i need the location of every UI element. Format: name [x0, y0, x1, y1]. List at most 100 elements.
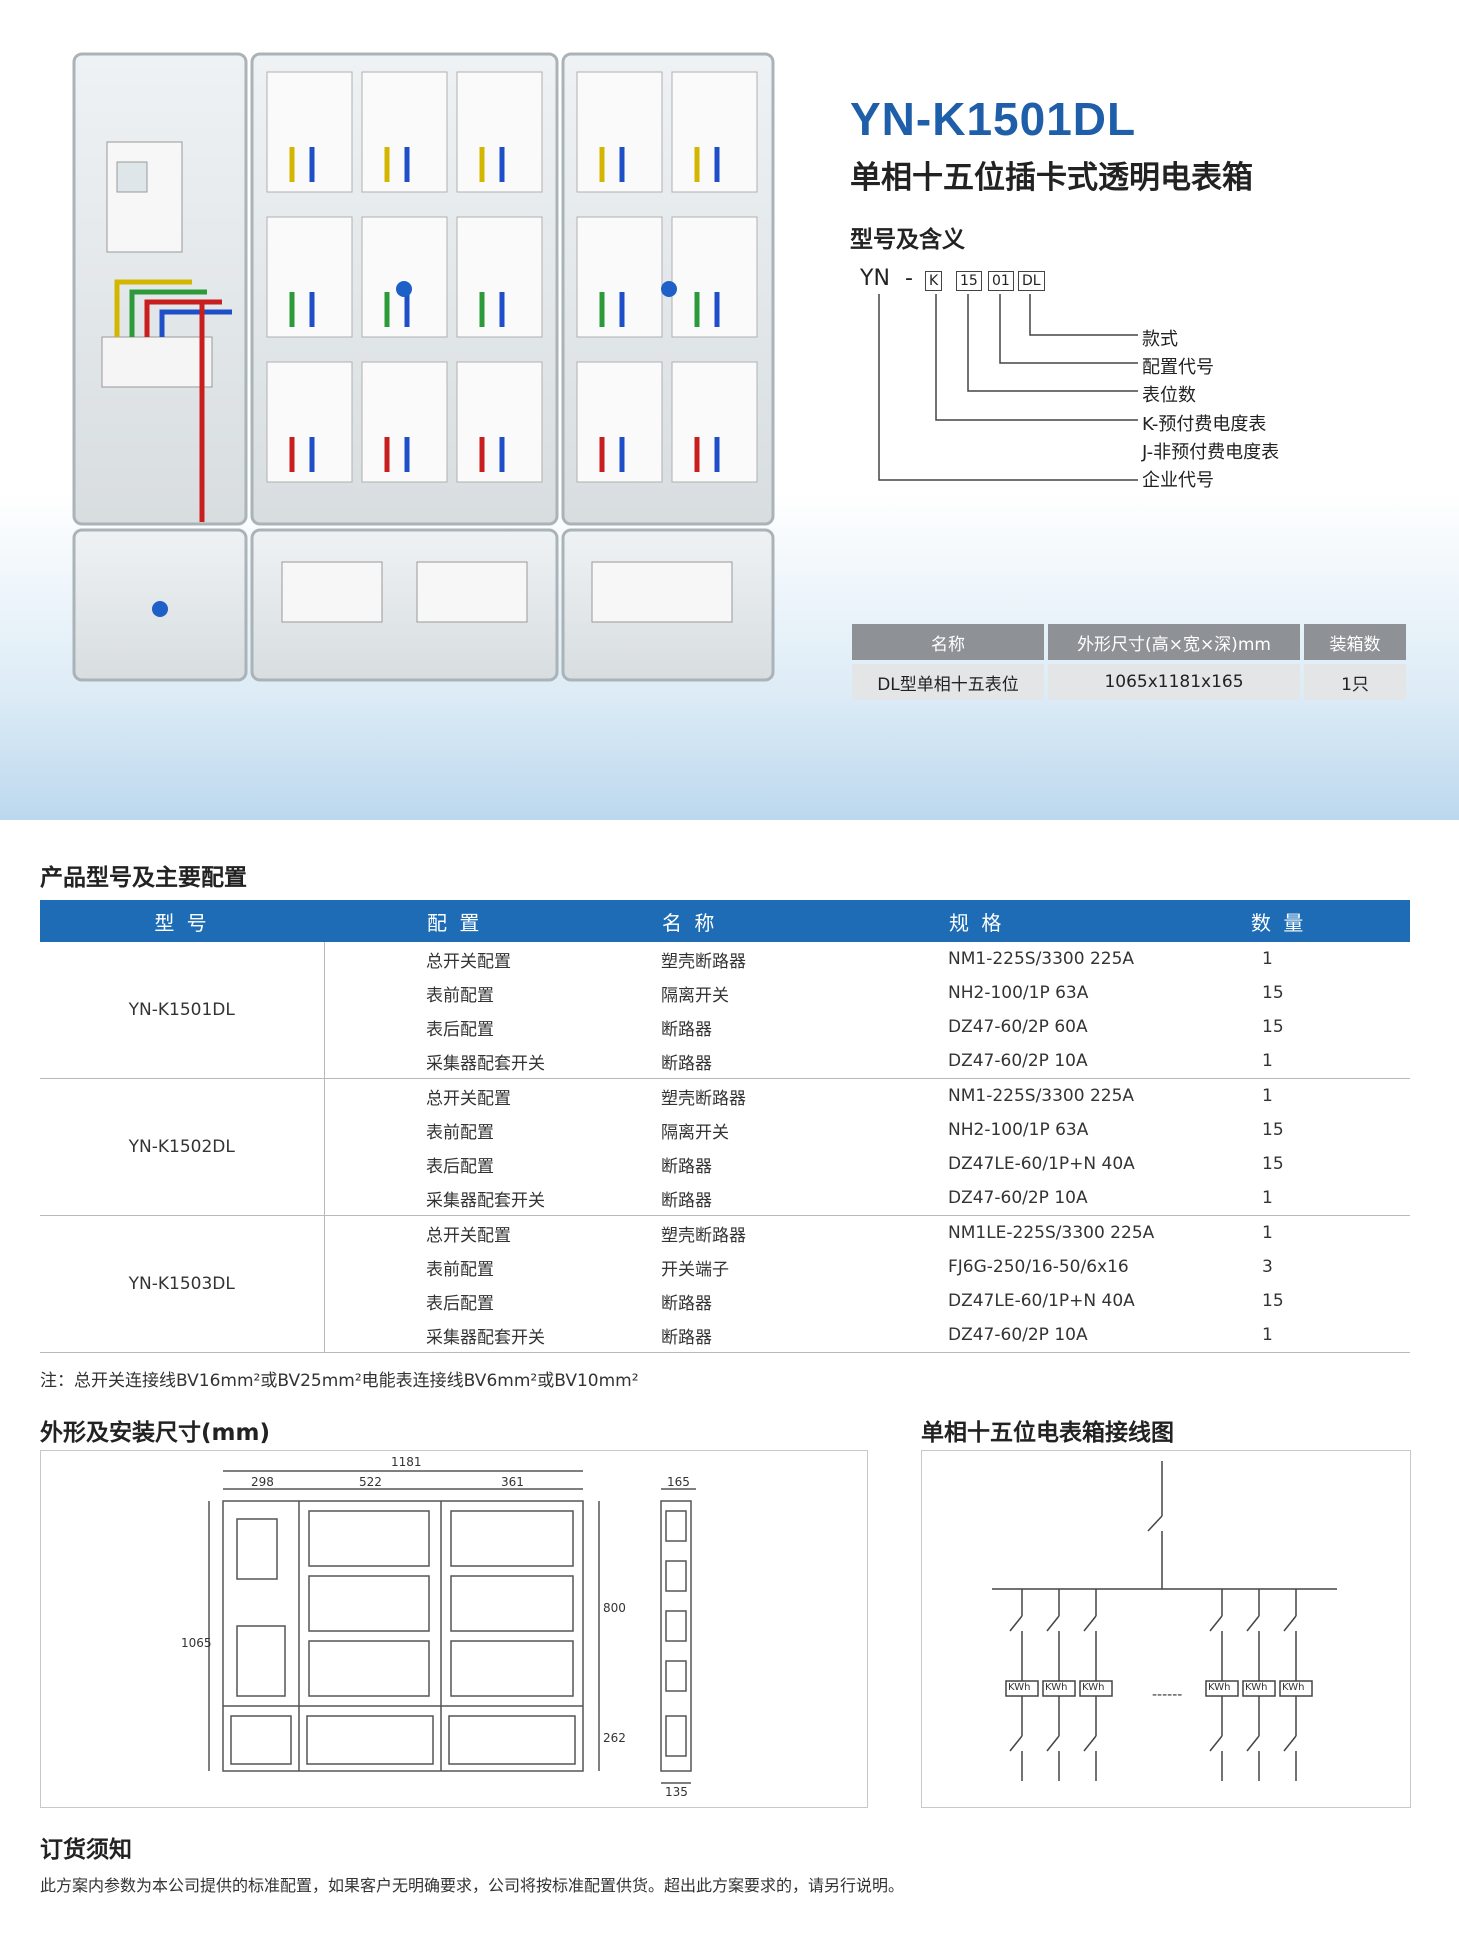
config-qty-cell: 1 [1262, 1086, 1273, 1106]
product-model-title: YN-K1501DL [850, 93, 1137, 145]
spec-header-size: 外形尺寸(高×宽×深)mm [1048, 624, 1300, 660]
table-row: YN-K1501DL 总开关配置 塑壳断路器 NM1-225S/3300 225A 1 [40, 942, 1410, 1079]
config-name-cell: 隔离开关 [661, 985, 729, 1006]
code-part-k: K [925, 271, 943, 291]
dim-width-left: 298 [251, 1475, 274, 1489]
code-part-01: 01 [988, 271, 1014, 291]
config-header-name: 名 称 [661, 900, 948, 942]
config-qty-cell: 1 [1250, 1181, 1410, 1216]
config-name-cell: 断路器 [661, 1156, 712, 1177]
code-label-enterprise: 企业代号 [1142, 470, 1214, 491]
config-item-cell: 表后配置 [426, 1293, 494, 1314]
dim-total-width: 1181 [391, 1455, 422, 1469]
code-label-positions: 表位数 [1142, 385, 1196, 406]
spec-table: 名称 外形尺寸(高×宽×深)mm 装箱数 DL型单相十五表位 1065x1181… [848, 620, 1410, 704]
code-label-config: 配置代号 [1142, 357, 1214, 378]
order-heading: 订货须知 [40, 1837, 132, 1863]
config-qty-cell: 15 [1262, 983, 1284, 1003]
table-row: 表后配置 断路器 DZ47-60/2P 60A 15 [40, 1010, 1410, 1044]
meter-label: KWh [1245, 1682, 1268, 1693]
config-header-spec: 规 格 [948, 900, 1250, 942]
model-meaning-heading: 型号及含义 [850, 227, 965, 253]
code-dash: - [905, 266, 913, 291]
config-item-cell: 表后配置 [426, 1156, 494, 1177]
meter-label: KWh [1082, 1682, 1105, 1693]
spec-cell-size: 1065x1181x165 [1048, 664, 1300, 700]
dim-upper-height: 800 [603, 1601, 626, 1615]
config-header-qty: 数 量 [1250, 900, 1410, 942]
table-row: YN-K1503DL 总开关配置 塑壳断路器 NM1LE-225S/3300 225A… [40, 1215, 1410, 1353]
config-item-cell: 总开关配置 [426, 951, 511, 972]
config-spec-cell: DZ47LE-60/1P+N 40A [948, 1291, 1135, 1311]
config-qty-cell: 1 [1262, 949, 1273, 969]
config-item-cell: 采集器配套开关 [426, 1181, 661, 1216]
config-name-cell: 塑壳断路器 [661, 1225, 746, 1246]
product-photo [72, 52, 775, 682]
config-qty-cell: 15 [1262, 1017, 1284, 1037]
config-item-cell: 表后配置 [426, 1019, 494, 1040]
config-name-cell: 断路器 [661, 1044, 948, 1079]
table-row: 表前配置 开关端子 FJ6G-250/16-50/6x16 3 [40, 1250, 1410, 1284]
config-qty-cell: 3 [1262, 1257, 1273, 1277]
dimension-drawing [208, 1470, 696, 1784]
dimensions-panel: 1181 298 522 361 1065 800 262 165 135 [40, 1450, 868, 1808]
config-qty-cell: 15 [1262, 1154, 1284, 1174]
config-heading: 产品型号及主要配置 [40, 865, 247, 891]
code-leader-lines [878, 294, 1138, 481]
wiring-note: 注：总开关连接线BV16mm²或BV25mm²电能表连接线BV6mm²或BV10… [40, 1371, 639, 1391]
dim-depth-bottom: 135 [665, 1785, 688, 1799]
config-model-cell: YN-K1501DL [40, 942, 325, 1079]
dim-width-middle: 522 [359, 1475, 382, 1489]
config-name-cell: 断路器 [661, 1318, 948, 1353]
config-qty-cell: 15 [1262, 1291, 1284, 1311]
config-item-cell: 采集器配套开关 [426, 1044, 661, 1079]
code-part-dl: DL [1018, 271, 1045, 291]
code-label-nonprepaid: J-非预付费电度表 [1142, 442, 1280, 463]
config-spec-cell: FJ6G-250/16-50/6x16 [948, 1257, 1129, 1277]
config-spec-cell: DZ47-60/2P 60A [948, 1017, 1088, 1037]
spec-cell-qty: 1只 [1304, 664, 1406, 700]
config-model-cell: YN-K1503DL [40, 1215, 325, 1353]
config-spec-cell: DZ47-60/2P 10A [948, 1181, 1250, 1216]
dim-depth: 165 [667, 1475, 690, 1489]
config-name-cell: 断路器 [661, 1019, 712, 1040]
config-name-cell: 塑壳断路器 [661, 951, 746, 972]
config-name-cell: 隔离开关 [661, 1122, 729, 1143]
meter-label: KWh [1008, 1682, 1031, 1693]
spec-header-name: 名称 [852, 624, 1044, 660]
config-name-cell: 塑壳断路器 [661, 1088, 746, 1109]
dimensions-heading: 外形及安装尺寸(mm) [40, 1420, 270, 1446]
spec-cell-name: DL型单相十五表位 [852, 664, 1044, 700]
dim-height: 1065 [181, 1636, 212, 1650]
code-prefix: YN [860, 266, 890, 291]
spec-header-qty: 装箱数 [1304, 624, 1406, 660]
config-qty-cell: 1 [1262, 1223, 1273, 1243]
config-item-cell: 表前配置 [426, 1122, 494, 1143]
table-row: 表后配置 断路器 DZ47LE-60/1P+N 40A 15 [40, 1284, 1410, 1318]
code-label-prepaid: K-预付费电度表 [1142, 414, 1267, 435]
config-header-config: 配 置 [426, 900, 661, 942]
config-name-cell: 断路器 [661, 1293, 712, 1314]
config-item-cell: 采集器配套开关 [426, 1318, 661, 1353]
config-spec-cell: DZ47-60/2P 10A [948, 1318, 1250, 1353]
meter-label: KWh [1208, 1682, 1231, 1693]
config-spec-cell: NM1LE-225S/3300 225A [948, 1223, 1155, 1243]
config-spec-cell: DZ47-60/2P 10A [948, 1044, 1250, 1079]
config-spec-cell: NH2-100/1P 63A [948, 1120, 1089, 1140]
config-name-cell: 开关端子 [661, 1259, 729, 1280]
config-item-cell: 表前配置 [426, 985, 494, 1006]
dim-width-right: 361 [501, 1475, 524, 1489]
config-spec-cell: DZ47LE-60/1P+N 40A [948, 1154, 1135, 1174]
code-part-15: 15 [956, 271, 982, 291]
config-item-cell: 总开关配置 [426, 1225, 511, 1246]
config-spec-cell: NM1-225S/3300 225A [948, 949, 1135, 969]
config-item-cell: 表前配置 [426, 1259, 494, 1280]
